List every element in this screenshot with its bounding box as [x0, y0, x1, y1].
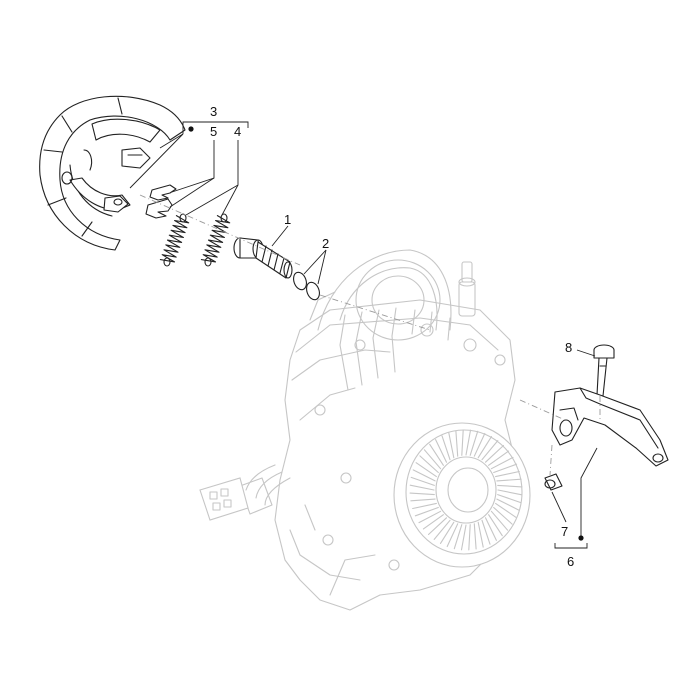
spring-clips — [145, 184, 177, 219]
brake-springs — [159, 213, 231, 267]
callout-1: 1 — [284, 212, 291, 227]
engine-crankcase-ghost — [199, 249, 521, 611]
callout-8: 8 — [565, 340, 572, 355]
group-dot-3 — [188, 126, 194, 132]
bolt — [593, 344, 615, 397]
callout-labels: 3 5 4 1 2 8 7 6 — [210, 104, 574, 569]
brake-shoe-assembly — [39, 95, 186, 251]
callout-2: 2 — [322, 236, 329, 251]
brake-lever — [551, 387, 669, 467]
callout-3: 3 — [210, 104, 217, 119]
callout-5: 5 — [210, 124, 217, 139]
group-dot-6 — [578, 535, 584, 541]
callout-4: 4 — [234, 124, 241, 139]
callout-7: 7 — [561, 524, 568, 539]
o-rings — [293, 271, 320, 301]
callout-6: 6 — [567, 554, 574, 569]
flywheel-fan-ghost — [393, 422, 531, 568]
pin — [544, 473, 563, 491]
leader-lines — [129, 121, 598, 549]
assembly-axes — [139, 194, 601, 476]
